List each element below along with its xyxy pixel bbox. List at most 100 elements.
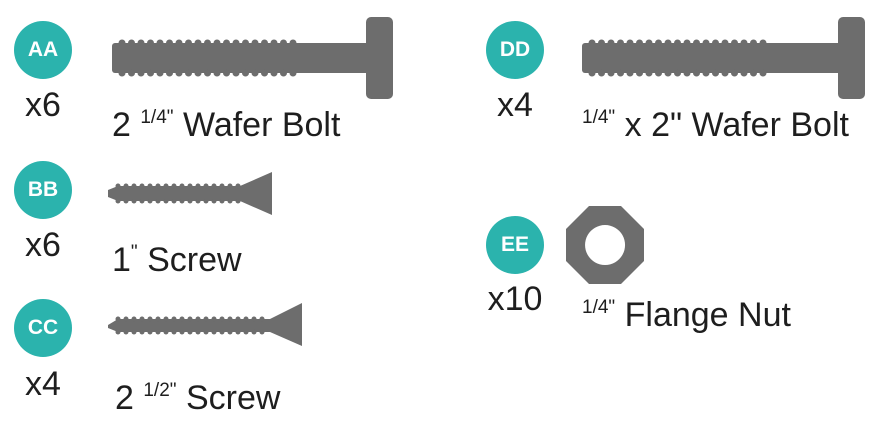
thread-bump (636, 69, 643, 77)
thread-bump (223, 39, 230, 47)
thread-bump (131, 198, 137, 204)
thread-bump (607, 39, 615, 47)
thread-bump (187, 183, 193, 189)
thread-bump (693, 39, 700, 47)
thread-bump (123, 183, 129, 189)
part-code-badge: EE (486, 216, 544, 274)
thread-bump (759, 69, 767, 77)
thread-bump (655, 39, 662, 47)
thread-bump (155, 183, 161, 189)
thread-bump (683, 39, 691, 47)
thread-bump (731, 39, 738, 47)
thread-bump (147, 316, 153, 322)
thread-bump (223, 69, 230, 77)
thread-bump (147, 198, 153, 204)
thread-bump (232, 69, 240, 77)
flange-nut-icon (566, 206, 644, 284)
thread-bump (289, 69, 297, 77)
thread-bump (588, 39, 596, 47)
thread-bump (227, 183, 233, 189)
thread-bump (155, 329, 161, 335)
thread-bump (280, 69, 287, 77)
thread-bump (702, 69, 710, 77)
thread-bump (759, 39, 767, 47)
part-name: Screw (185, 379, 281, 417)
thread-bump (123, 198, 129, 204)
thread-bump (175, 39, 183, 47)
thread-bump (636, 39, 643, 47)
thread-bump (163, 329, 169, 335)
thread-bump (147, 69, 154, 77)
thread-bump (139, 198, 145, 204)
thread-bump (740, 69, 748, 77)
thread-bump (147, 329, 153, 335)
thread-bump (235, 329, 241, 335)
thread-bump (750, 69, 757, 77)
thread-bump (617, 39, 624, 47)
thread-bump (219, 329, 225, 335)
part-label-prefix: 1 (112, 241, 131, 279)
thread-bump (702, 39, 710, 47)
thread-bump (115, 329, 121, 335)
thread-bump (115, 183, 121, 189)
thread-bump (280, 39, 287, 47)
thread-bump (211, 316, 217, 322)
thread-bump (598, 39, 605, 47)
thread-bump (137, 39, 145, 47)
thread-bump (227, 198, 233, 204)
thread-bump (139, 316, 145, 322)
part-label: 2 1/4" Wafer Bolt (112, 106, 340, 145)
part-label: 2 1/2" Screw (115, 379, 280, 418)
part-name: Flange Nut (624, 296, 791, 334)
thread-bump (235, 198, 241, 204)
part-quantity: x4 (25, 365, 61, 403)
thread-bump (131, 316, 137, 322)
thread-bump (194, 69, 202, 77)
thread-bump (712, 39, 719, 47)
part-quantity: x10 (487, 280, 543, 318)
thread-bump (683, 69, 691, 77)
thread-bump (289, 39, 297, 47)
thread-bump (163, 316, 169, 322)
thread-bump (115, 316, 121, 322)
thread-bump (179, 329, 185, 335)
thread-bump (137, 69, 145, 77)
thread-bump (211, 183, 217, 189)
thread-bump (115, 198, 121, 204)
thread-bump (195, 198, 201, 204)
thread-bump (655, 69, 662, 77)
thread-bump (251, 69, 259, 77)
thread-bump (219, 183, 225, 189)
thread-bump (204, 69, 211, 77)
thread-bump (588, 69, 596, 77)
thread-bump (131, 329, 137, 335)
thread-bump (139, 183, 145, 189)
part-quantity: x6 (25, 86, 61, 124)
thread-bump (626, 69, 634, 77)
thread-bump (147, 183, 153, 189)
thread-bump (185, 69, 192, 77)
thread-bump (211, 329, 217, 335)
thread-bump (721, 39, 729, 47)
thread-bump (243, 316, 249, 322)
thread-bump (156, 39, 164, 47)
thread-bump (156, 69, 164, 77)
thread-bump (261, 69, 268, 77)
thread-bump (118, 69, 126, 77)
thread-bump (194, 39, 202, 47)
thread-bump (166, 69, 173, 77)
thread-bump (128, 69, 135, 77)
thread-bump (626, 39, 634, 47)
thread-bump (204, 39, 211, 47)
wafer-bolt-dd-icon (582, 17, 865, 99)
part-name: Wafer Bolt (182, 106, 341, 144)
wafer-bolt-aa-icon (112, 17, 393, 99)
thread-bump (750, 39, 757, 47)
thread-bump (261, 39, 268, 47)
thread-bump (185, 39, 192, 47)
part-quantity: x4 (497, 86, 533, 124)
thread-bump (213, 39, 221, 47)
thread-bump (242, 69, 249, 77)
thread-bump (195, 329, 201, 335)
thread-bump (203, 183, 209, 189)
